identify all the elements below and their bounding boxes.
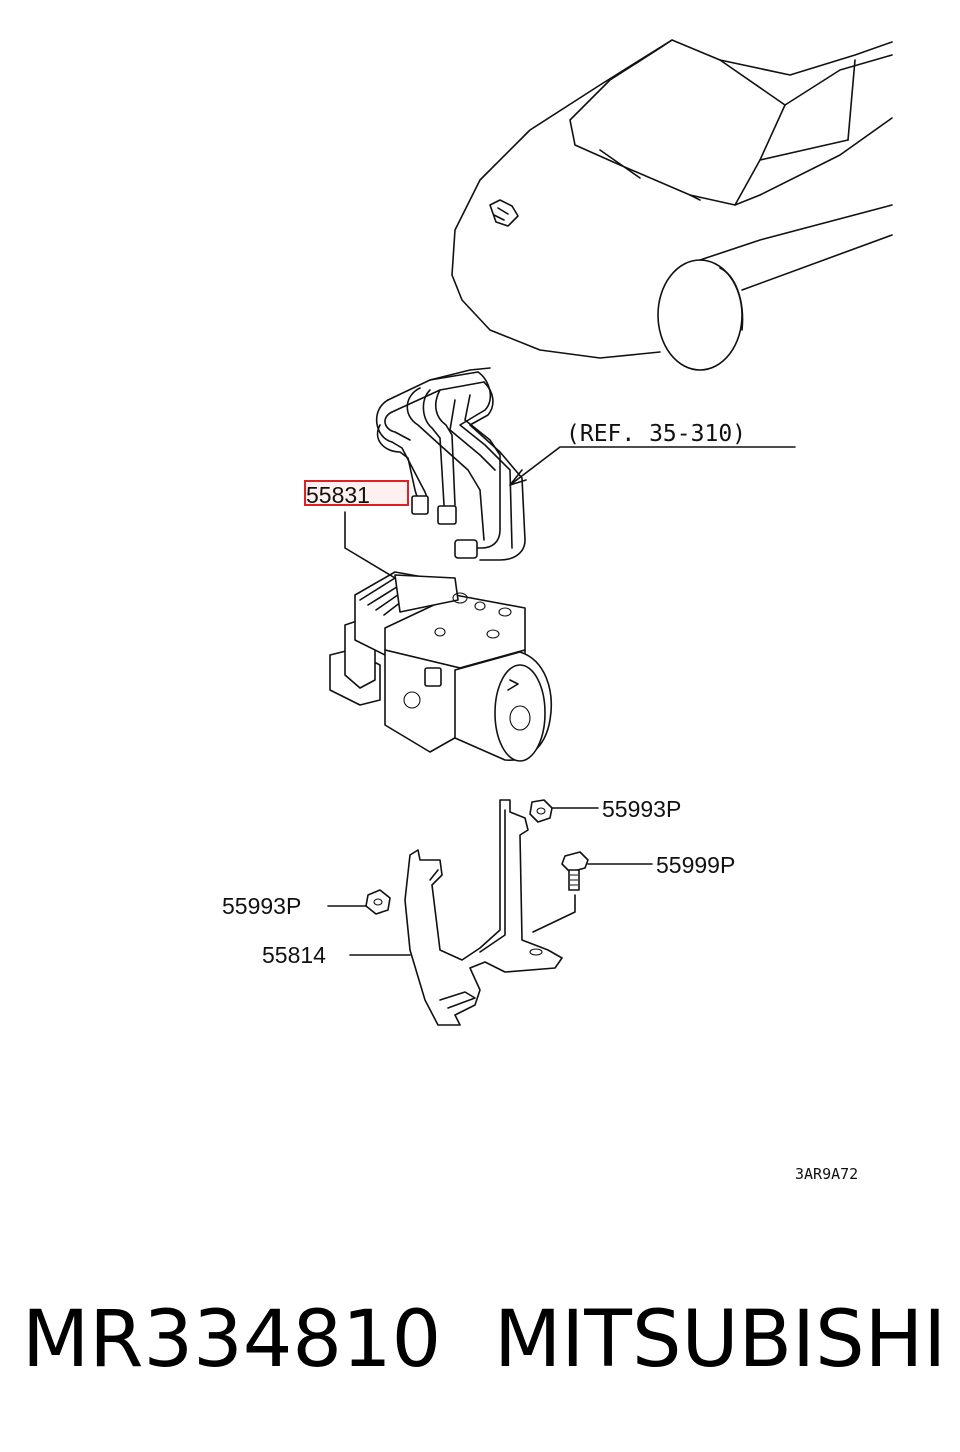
part-label-nut-top[interactable]: 55993P: [602, 796, 681, 822]
footer-brand: MITSUBISHI: [494, 1295, 946, 1385]
highlighted-part-box: [304, 480, 409, 506]
brake-tube-assembly: [375, 367, 526, 561]
mounting-bracket-drawing: [365, 799, 589, 1026]
part-label-nut-left[interactable]: 55993P: [222, 893, 301, 919]
reference-label: (REF. 35-310): [566, 421, 746, 447]
part-label-55831[interactable]: 55831: [306, 482, 370, 508]
figure-code: 3AR9A72: [795, 1165, 858, 1183]
leader-lines: [327, 446, 796, 956]
abs-hydraulic-unit-drawing: [329, 571, 552, 762]
part-label-bolt[interactable]: 55999P: [656, 852, 735, 878]
part-label-bracket[interactable]: 55814: [262, 942, 326, 968]
footer-part-number: MR334810: [22, 1295, 441, 1385]
car-outline-drawing: [451, 39, 893, 371]
